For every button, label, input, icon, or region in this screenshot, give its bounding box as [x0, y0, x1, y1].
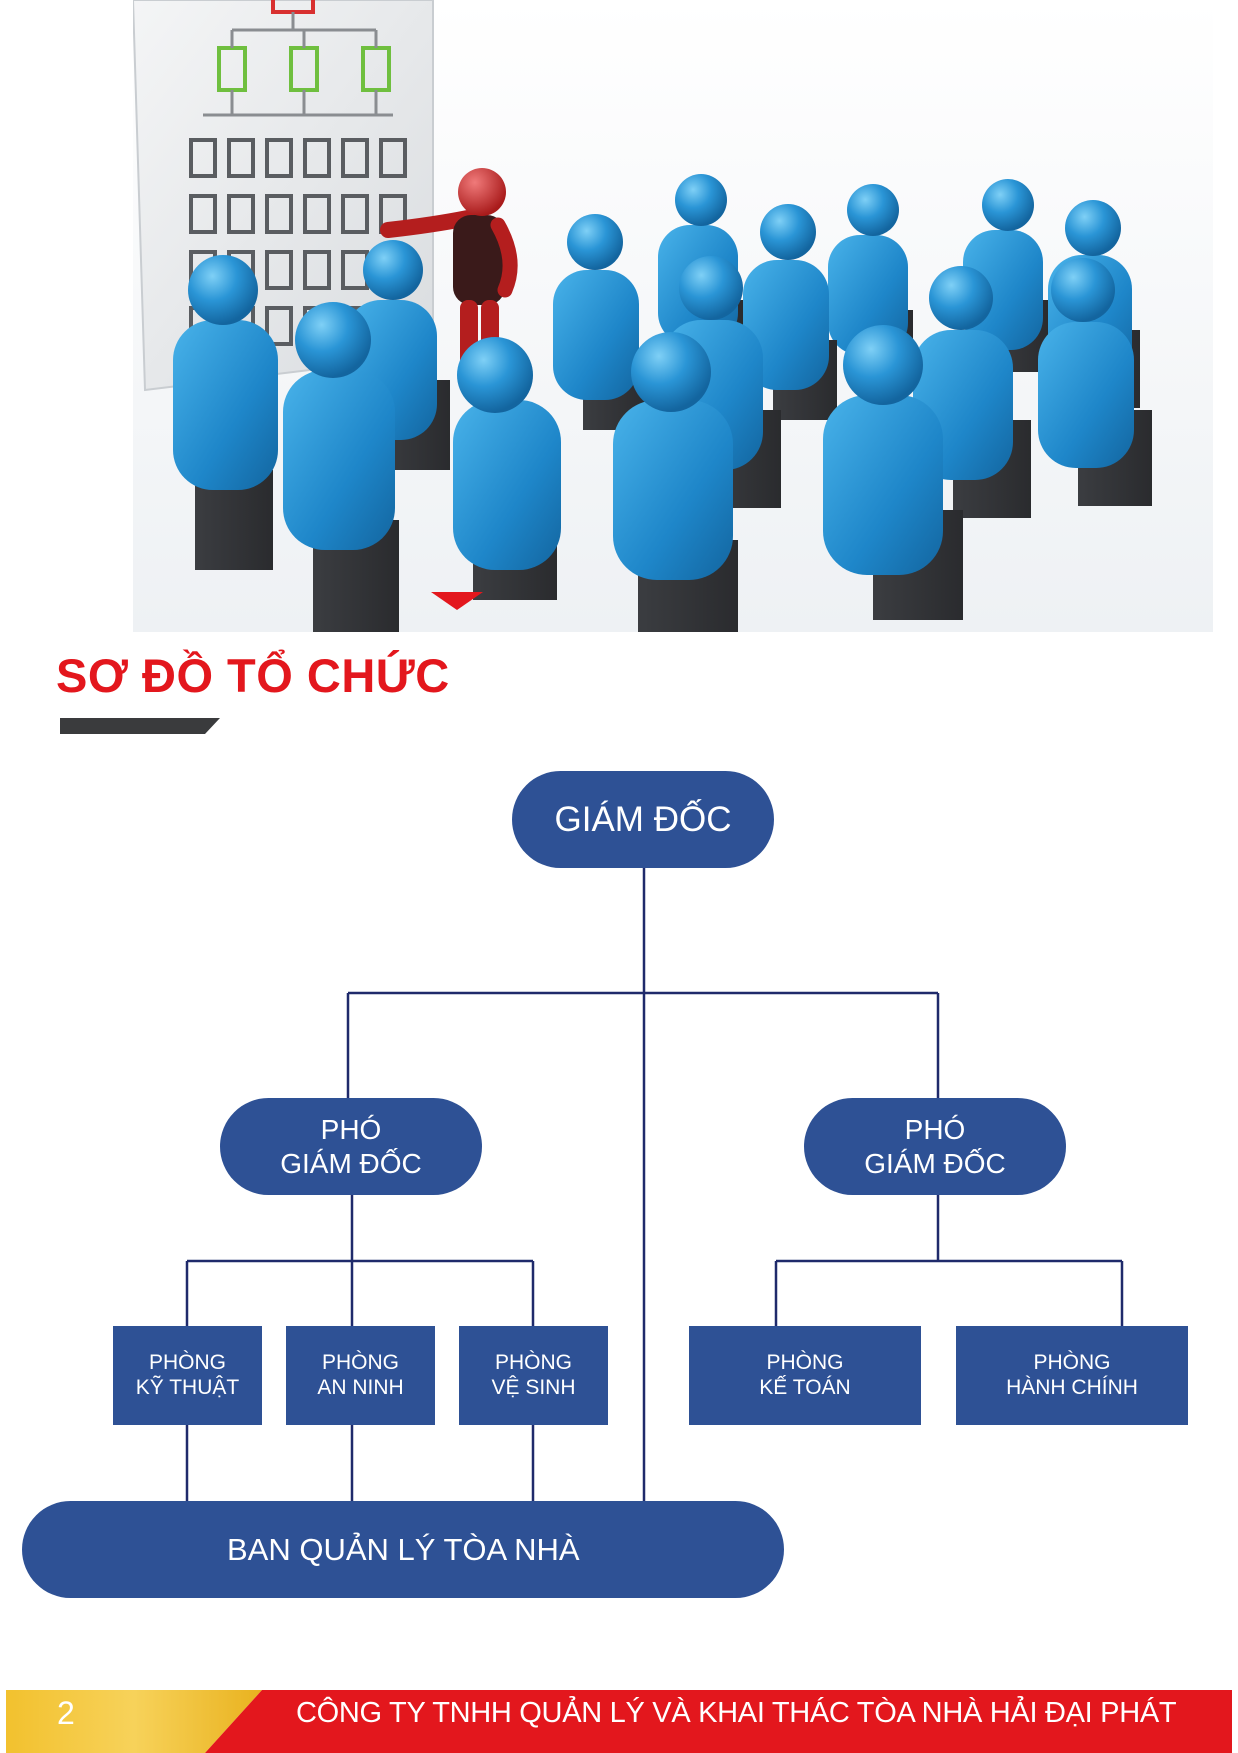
dept-node-engineering: PHÒNG KỸ THUẬT: [113, 1326, 262, 1425]
audience-figures: [173, 174, 1152, 632]
dept-label-line2: HÀNH CHÍNH: [1006, 1375, 1138, 1399]
hero-illustration: [133, 0, 1213, 632]
dept-label-line1: PHÒNG: [494, 1351, 572, 1375]
dept-label-line2: KẾ TOÁN: [759, 1375, 851, 1399]
title-underline: [60, 718, 220, 734]
director-label: GIÁM ĐỐC: [554, 799, 732, 839]
dept-label-line2: KỸ THUẬT: [135, 1375, 240, 1399]
dept-node-sanitation: PHÒNG VỆ SINH: [459, 1326, 608, 1425]
management-board-label: BAN QUẢN LÝ TÒA NHÀ: [227, 1531, 580, 1567]
deputy-label-line1: PHÓ: [904, 1113, 966, 1145]
deputy-label-line1: PHÓ: [320, 1113, 382, 1145]
footer-company-name: CÔNG TY TNHH QUẢN LÝ VÀ KHAI THÁC TÒA NH…: [296, 1697, 1177, 1729]
presenter-figure: [380, 168, 518, 380]
deputy-label-line2: GIÁM ĐỐC: [864, 1147, 1006, 1179]
dept-node-security: PHÒNG AN NINH: [286, 1326, 435, 1425]
dept-label-line1: PHÒNG: [1033, 1351, 1111, 1375]
deputy-label-line2: GIÁM ĐỐC: [280, 1147, 422, 1179]
dept-label-line2: VỆ SINH: [491, 1375, 576, 1399]
deputy-director-node-left: PHÓ GIÁM ĐỐC: [220, 1098, 482, 1195]
footer-bar: [6, 1690, 1232, 1753]
dept-label-line1: PHÒNG: [148, 1351, 226, 1375]
dept-label-line1: PHÒNG: [321, 1351, 399, 1375]
dept-node-administration: PHÒNG HÀNH CHÍNH: [956, 1326, 1188, 1425]
dept-node-accounting: PHÒNG KẾ TOÁN: [689, 1326, 921, 1425]
director-node: GIÁM ĐỐC: [512, 771, 774, 868]
dept-label-line2: AN NINH: [317, 1375, 404, 1399]
page-number: 2: [57, 1695, 75, 1731]
deputy-director-node-right: PHÓ GIÁM ĐỐC: [804, 1098, 1066, 1195]
page-title: SƠ ĐỒ TỔ CHỨC: [56, 649, 450, 702]
management-board-node: BAN QUẢN LÝ TÒA NHÀ: [22, 1501, 784, 1598]
dept-label-line1: PHÒNG: [766, 1351, 844, 1375]
